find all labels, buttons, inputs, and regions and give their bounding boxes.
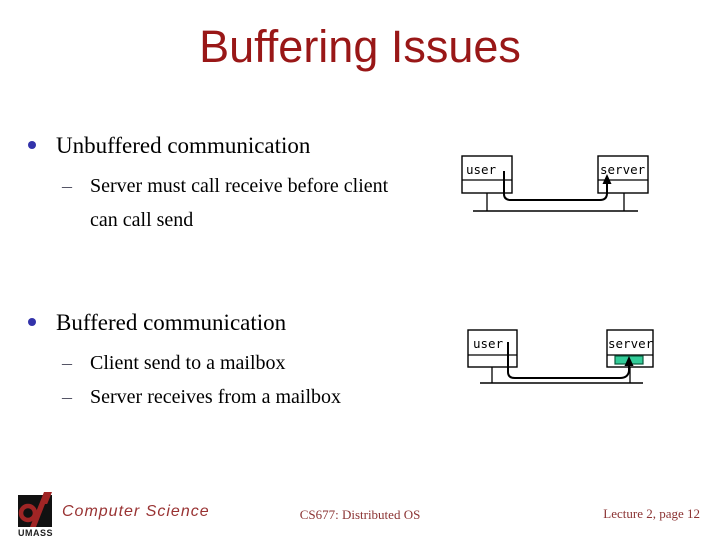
bullet-dot-icon xyxy=(28,141,36,149)
logo-slash-icon xyxy=(30,492,52,527)
bullet-group-unbuffered: Unbuffered communication – Server must c… xyxy=(28,131,420,237)
sub-bullet: – Server must call receive before client… xyxy=(28,169,420,237)
diagram-unbuffered: user server xyxy=(455,150,665,215)
server-box xyxy=(597,155,649,194)
server-label: server xyxy=(608,336,654,351)
message-arrow xyxy=(503,171,608,201)
user-label: user xyxy=(473,336,504,351)
sub-bullet: – Server receives from a mailbox xyxy=(28,380,420,414)
footer-page-number: Lecture 2, page 12 xyxy=(603,506,700,521)
message-arrowhead-icon xyxy=(624,356,634,366)
bullet-item: Unbuffered communication xyxy=(28,131,420,161)
server-label: server xyxy=(600,162,646,177)
bullet-item: Buffered communication xyxy=(28,308,420,338)
user-label: user xyxy=(466,162,497,177)
footer-department: Computer Science xyxy=(62,503,210,520)
diagram-buffered: user server xyxy=(460,325,665,388)
sub-bullet: – Client send to a mailbox xyxy=(28,346,420,380)
logo-slash-inner xyxy=(36,504,48,527)
sub-bullet-text: Server must call receive before client c… xyxy=(90,175,389,231)
logo-text: UMASS xyxy=(18,528,53,537)
dash-marker: – xyxy=(62,352,72,374)
bullet-label: Unbuffered communication xyxy=(56,133,311,158)
bullet-dot-icon xyxy=(28,318,36,326)
bullet-group-buffered: Buffered communication – Client send to … xyxy=(28,308,420,414)
dash-marker: – xyxy=(62,175,72,197)
bullet-label: Buffered communication xyxy=(56,310,287,335)
slide-title: Buffering Issues xyxy=(199,21,521,72)
sub-bullet-text: Client send to a mailbox xyxy=(90,352,286,374)
logo-ring-icon xyxy=(18,503,38,523)
umass-logo: UMASS xyxy=(18,491,56,540)
message-arrow xyxy=(507,342,630,379)
footer-course: CS677: Distributed OS xyxy=(299,507,421,522)
dash-marker: – xyxy=(62,386,72,408)
sub-bullet-text: Server receives from a mailbox xyxy=(90,386,342,408)
message-arrowhead-icon xyxy=(602,174,612,184)
